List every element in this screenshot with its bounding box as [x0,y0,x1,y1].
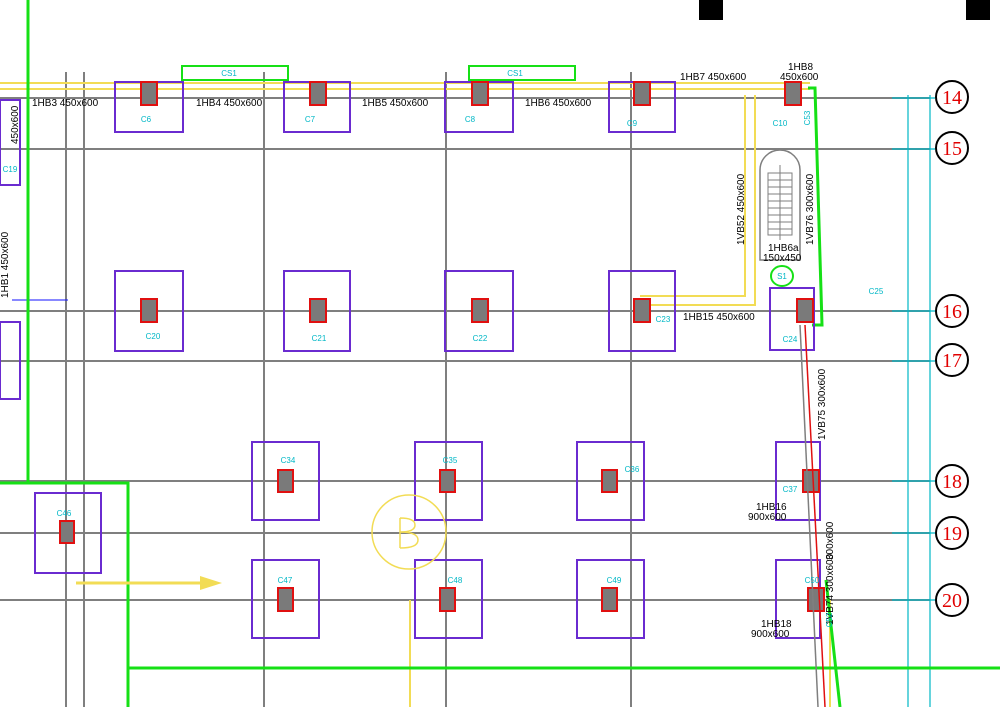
beam-label-1hb4: 1HB4 450x600 [196,98,263,109]
arrow-icon [76,576,222,590]
tag-cs1-a: CS1 [221,69,237,78]
column-label-c37: C37 [783,485,798,494]
axis-label-19: 19 [942,523,962,545]
axis-bubbles [935,80,969,617]
tag-c52: C52 [825,612,834,627]
column-label-c10: C10 [773,119,788,128]
beam-label-1hb15: 1HB15 450x600 [683,312,755,323]
axis-bubble-labels: 14 15 16 17 18 19 20 [942,87,962,612]
b-marker [371,494,447,570]
column-label-c19: C19 [3,165,18,174]
tag-s1: S1 [777,272,787,281]
beam-label-1vb74-vert: 300x600 [825,521,836,560]
axis-label-14: 14 [942,87,962,109]
column-label-c21: C21 [312,334,327,343]
column-label-c48: C48 [448,576,463,585]
column-label-c22: C22 [473,334,488,343]
beam-label-1hb18-b: 900x600 [751,629,790,640]
dimension-lines [892,95,935,707]
axis-label-17: 17 [942,350,962,372]
beam-label-1vb74: 1VB74 300x600 [825,553,836,625]
axis-label-15: 15 [942,138,962,160]
column-label-c7: C7 [305,115,316,124]
beam-label-1vb76: 1VB76 300x600 [805,173,816,245]
beam-label-left-a: 450x600 [10,105,21,144]
column-label-c47: C47 [278,576,293,585]
misc-tags: CS1 CS1 S1 C53 C52 [221,69,834,627]
marker-square-1 [699,0,723,20]
beam-label-1hb16-b: 900x600 [748,512,787,523]
column-label-c6: C6 [141,115,152,124]
beam-label-1hb7: 1HB7 450x600 [680,72,747,83]
beam-label-1hb18-a: 1HB18 [761,619,792,630]
beam-label-1hb8-b: 450x600 [780,72,819,83]
tag-c53: C53 [803,110,812,125]
column-label-c34: C34 [281,456,296,465]
axis-label-16: 16 [942,301,962,323]
column-label-c25: C25 [869,287,884,296]
column-label-c20: C20 [146,332,161,341]
columns [59,81,825,612]
column-labels: C6 C7 C8 C9 C10 C19 C20 C21 C22 C23 C24 … [3,115,884,585]
beam-labels: 1HB3 450x600 1HB4 450x600 1HB5 450x600 1… [0,62,836,640]
stair [759,149,801,287]
column-label-c49: C49 [607,576,622,585]
beam-label-1vb75: 1VB75 300x600 [817,368,828,440]
beam-label-1hb3: 1HB3 450x600 [32,98,99,109]
column-label-c36: C36 [625,465,640,474]
beam-label-1hb5: 1HB5 450x600 [362,98,429,109]
beam-label-1hb6a-b: 150x450 [763,253,802,264]
column-label-c46: C46 [57,509,72,518]
beam-label-1hb16-a: 1HB16 [756,502,787,513]
beam-label-left-b: 1HB1 450x600 [0,231,11,298]
column-label-c23: C23 [656,315,671,324]
beam-label-1vb52: 1VB52 450x600 [736,173,747,245]
marker-square-2 [966,0,990,20]
beam-label-1hb8-a: 1HB8 [788,62,813,73]
column-label-c8: C8 [465,115,476,124]
tag-cs1-b: CS1 [507,69,523,78]
beam-label-1hb6a-a: 1HB6a [768,243,799,254]
axis-line-red [804,324,826,707]
grid-lines [0,72,930,707]
column-label-c35: C35 [443,456,458,465]
column-label-c50: C50 [805,576,820,585]
column-label-c24: C24 [783,335,798,344]
axis-label-20: 20 [942,590,962,612]
axis-label-18: 18 [942,471,962,493]
column-label-c9: C9 [627,119,638,128]
beam-label-1hb6: 1HB6 450x600 [525,98,592,109]
axis-line-grey [799,324,819,707]
